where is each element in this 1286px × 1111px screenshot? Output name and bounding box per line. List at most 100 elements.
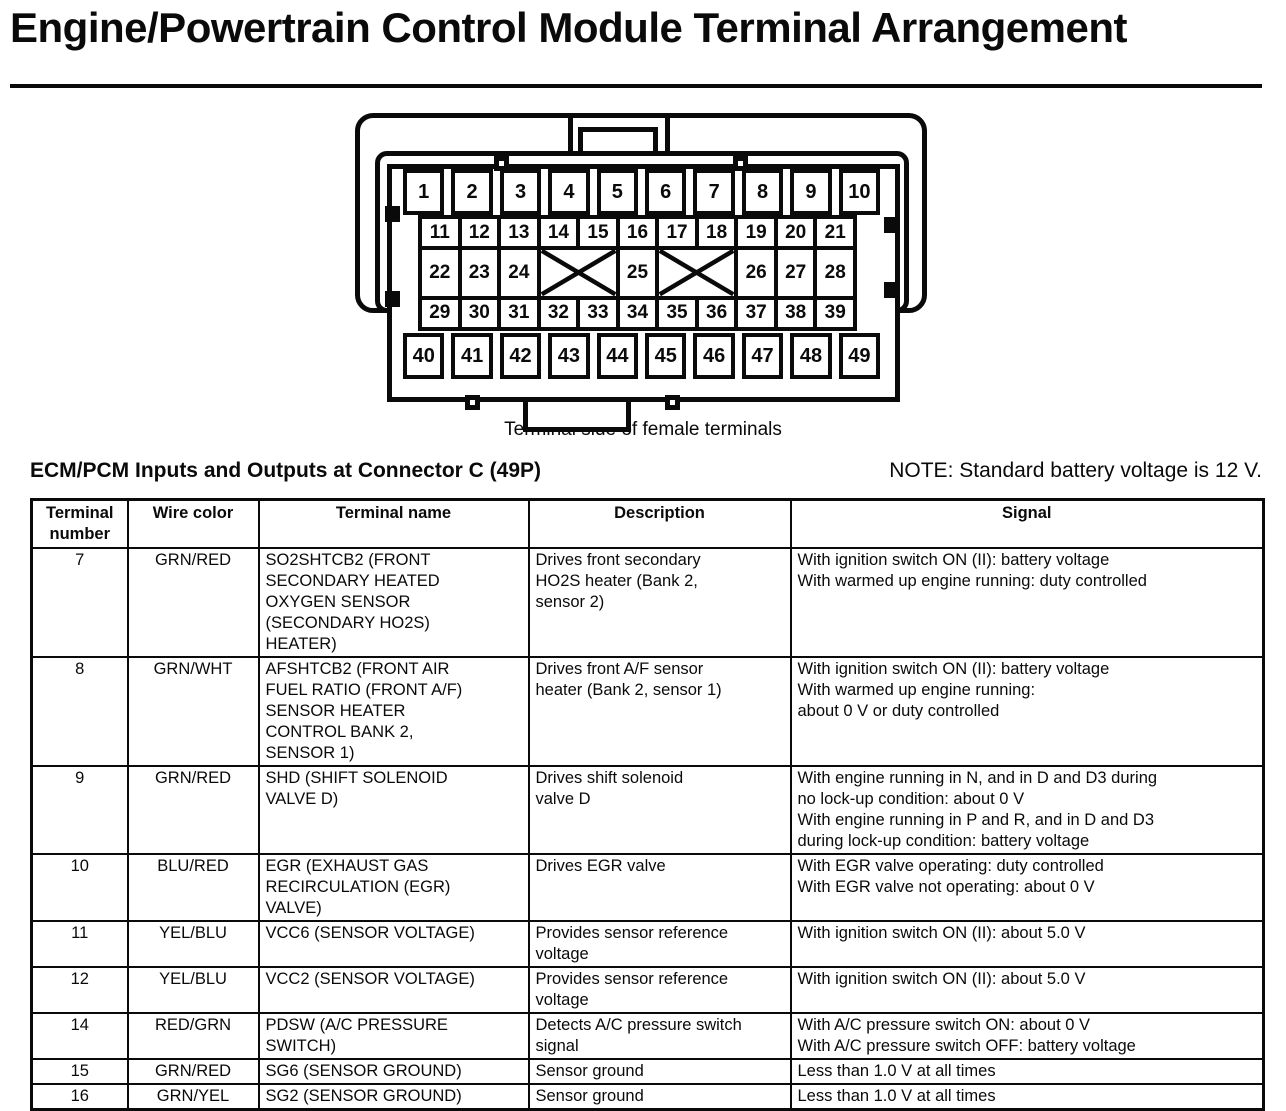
signal-cell: With ignition switch ON (II): about 5.0 … xyxy=(789,966,1265,1014)
side-latch xyxy=(385,291,400,307)
terminal-number-cell: 11 xyxy=(30,920,129,968)
terminal-cavity: 28 xyxy=(817,250,853,296)
terminal-cavity: 11 xyxy=(422,219,458,247)
blocked-cavity-x-icon xyxy=(659,250,735,296)
terminal-name-cell: SG6 (SENSOR GROUND) xyxy=(257,1058,530,1085)
wire-color-cell: YEL/BLU xyxy=(126,966,260,1014)
terminal-cavity: 14 xyxy=(540,219,577,247)
terminal-number-cell: 7 xyxy=(30,547,129,658)
terminal-cavity: 22 xyxy=(422,250,458,296)
side-latch xyxy=(884,217,899,233)
terminal-name-cell: SHD (SHIFT SOLENOID VALVE D) xyxy=(257,765,530,855)
description-cell: Sensor ground xyxy=(527,1083,792,1111)
terminal-cavity: 15 xyxy=(580,219,616,247)
housing-nub xyxy=(733,156,748,171)
terminal-number-cell: 9 xyxy=(30,765,129,855)
terminal-cavity: 12 xyxy=(461,219,498,247)
terminal-cavity: 27 xyxy=(777,250,814,296)
terminal-name-cell: SG2 (SENSOR GROUND) xyxy=(257,1083,530,1111)
terminal-cavity: 41 xyxy=(451,333,493,379)
terminal-cavity: 38 xyxy=(777,299,814,327)
blocked-cavity-x-icon xyxy=(540,250,616,296)
terminal-number-cell: 10 xyxy=(30,853,129,922)
terminal-cavity: 48 xyxy=(790,333,832,379)
side-latch xyxy=(385,206,400,222)
key-slot-right xyxy=(665,113,670,156)
terminal-name-cell: VCC6 (SENSOR VOLTAGE) xyxy=(257,920,530,968)
description-cell: Drives front A/F sensor heater (Bank 2, … xyxy=(527,656,792,767)
terminal-name-cell: AFSHTCB2 (FRONT AIR FUEL RATIO (FRONT A/… xyxy=(257,656,530,767)
description-cell: Detects A/C pressure switch signal xyxy=(527,1012,792,1060)
signal-cell: With A/C pressure switch ON: about 0 V W… xyxy=(789,1012,1265,1060)
terminal-cavity: 10 xyxy=(838,169,881,215)
terminal-cavity: 23 xyxy=(461,250,498,296)
section-heading: ECM/PCM Inputs and Outputs at Connector … xyxy=(30,459,542,482)
terminal-number-cell: 8 xyxy=(30,656,129,767)
wire-color-cell: YEL/BLU xyxy=(126,920,260,968)
terminal-cavity: 16 xyxy=(619,219,656,247)
terminal-cavity: 13 xyxy=(501,219,537,247)
terminal-name-cell: PDSW (A/C PRESSURE SWITCH) xyxy=(257,1012,530,1060)
terminal-cavity: 29 xyxy=(422,299,458,327)
signal-cell: With ignition switch ON (II): battery vo… xyxy=(789,547,1265,658)
battery-voltage-note: NOTE: Standard battery voltage is 12 V. xyxy=(889,459,1262,482)
signal-cell: With EGR valve operating: duty controlle… xyxy=(789,853,1265,922)
terminal-name-cell: VCC2 (SENSOR VOLTAGE) xyxy=(257,966,530,1014)
connector-bottom-tab xyxy=(523,397,631,432)
table-header-row: Terminal number Wire color Terminal name… xyxy=(30,498,1265,549)
terminal-cavity: 39 xyxy=(817,299,853,327)
terminal-cavity: 47 xyxy=(741,333,784,379)
signal-cell: Less than 1.0 V at all times xyxy=(789,1058,1265,1085)
key-slot-left xyxy=(568,113,573,156)
terminal-cavity: 45 xyxy=(645,333,687,379)
terminal-cavity: 44 xyxy=(596,333,639,379)
terminal-number-cell: 16 xyxy=(30,1083,129,1111)
terminal-cavity: 32 xyxy=(540,299,577,327)
header-signal: Signal xyxy=(789,498,1265,549)
terminal-cavity: 2 xyxy=(451,169,493,215)
terminal-cavity: 31 xyxy=(501,299,537,327)
wire-color-cell: GRN/RED xyxy=(126,1058,260,1085)
wire-color-cell: GRN/RED xyxy=(126,547,260,658)
terminal-table: Terminal number Wire color Terminal name… xyxy=(30,498,1265,1111)
terminal-cavity: 4 xyxy=(548,169,590,215)
terminal-cavity: 21 xyxy=(817,219,853,247)
diagram-caption: Terminal side of female terminals xyxy=(504,419,782,440)
wire-color-cell: GRN/WHT xyxy=(126,656,260,767)
header-wire-color: Wire color xyxy=(126,498,260,549)
terminal-number-cell: 14 xyxy=(30,1012,129,1060)
terminal-number-cell: 15 xyxy=(30,1058,129,1085)
terminal-cavity: 33 xyxy=(580,299,616,327)
terminal-cavity: 30 xyxy=(461,299,498,327)
terminal-cavity: 6 xyxy=(645,169,687,215)
terminal-cavity: 19 xyxy=(738,219,774,247)
terminal-name-cell: SO2SHTCB2 (FRONT SECONDARY HEATED OXYGEN… xyxy=(257,547,530,658)
terminal-cavity: 1 xyxy=(403,169,445,215)
terminal-cavity: 9 xyxy=(790,169,832,215)
page-title: Engine/Powertrain Control Module Termina… xyxy=(10,4,1127,51)
description-cell: Drives EGR valve xyxy=(527,853,792,922)
wire-color-cell: BLU/RED xyxy=(126,853,260,922)
description-cell: Provides sensor reference voltage xyxy=(527,920,792,968)
terminal-cavity: 42 xyxy=(499,333,542,379)
signal-cell: Less than 1.0 V at all times xyxy=(789,1083,1265,1111)
terminal-cavity: 35 xyxy=(659,299,695,327)
signal-cell: With ignition switch ON (II): battery vo… xyxy=(789,656,1265,767)
housing-nub xyxy=(465,395,480,410)
description-cell: Provides sensor reference voltage xyxy=(527,966,792,1014)
description-cell: Drives front secondary HO2S heater (Bank… xyxy=(527,547,792,658)
title-divider xyxy=(10,84,1262,88)
wire-color-cell: GRN/RED xyxy=(126,765,260,855)
header-description: Description xyxy=(527,498,792,549)
